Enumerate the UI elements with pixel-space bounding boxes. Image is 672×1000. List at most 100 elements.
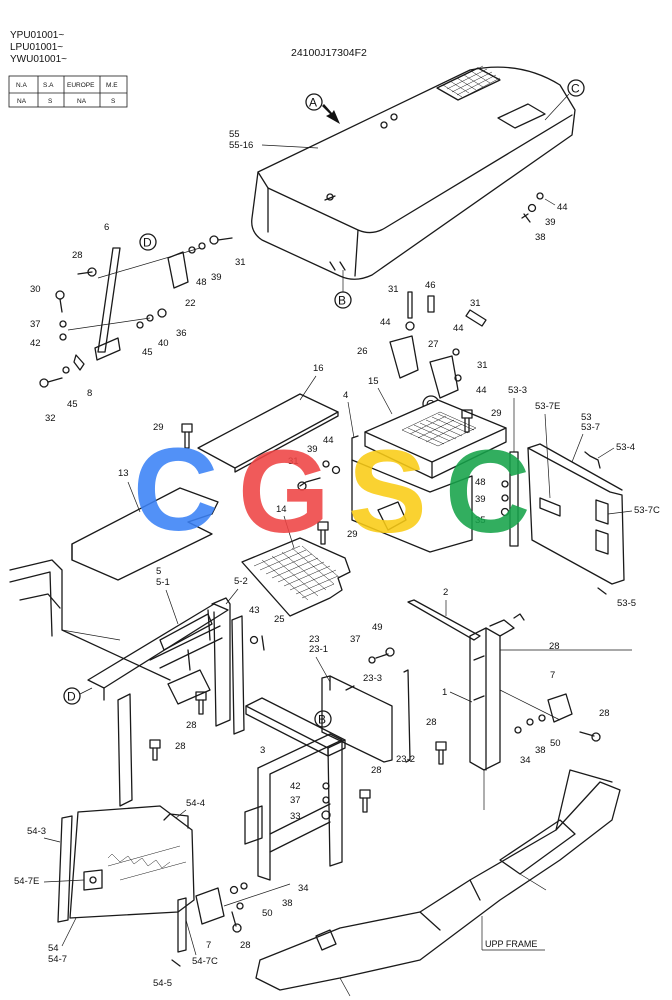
- callout-a-label: A: [309, 96, 317, 110]
- watermark-letter-1: C: [133, 424, 218, 556]
- svg-text:55-16: 55-16: [229, 140, 253, 151]
- bolt-29b: [461, 409, 473, 433]
- svg-text:23-3: 23-3: [363, 673, 382, 684]
- svg-text:3: 3: [260, 745, 265, 756]
- watermark-letter-4: C: [445, 426, 530, 558]
- region-table: N.A S.A EUROPE M.E NA S NA S: [8, 75, 128, 108]
- svg-text:C: C: [571, 82, 580, 96]
- svg-text:31: 31: [470, 298, 481, 309]
- svg-text:5-1: 5-1: [156, 577, 170, 588]
- svg-text:32: 32: [45, 413, 56, 424]
- svg-text:44: 44: [453, 323, 464, 334]
- center-hardware: [297, 460, 510, 517]
- svg-text:14: 14: [276, 504, 287, 515]
- svg-text:22: 22: [185, 298, 196, 309]
- hinge-hardware: [389, 291, 487, 399]
- serial-line-2: LPU01001~: [10, 42, 63, 53]
- region-header-sa: S.A: [43, 82, 54, 89]
- svg-text:23-1: 23-1: [309, 644, 328, 655]
- svg-text:34: 34: [520, 755, 531, 766]
- svg-text:37: 37: [290, 795, 301, 806]
- svg-text:31: 31: [235, 257, 246, 268]
- svg-text:54-7E: 54-7E: [14, 876, 39, 887]
- svg-text:29: 29: [347, 529, 358, 540]
- svg-text:45: 45: [67, 399, 78, 410]
- side-door-53: [509, 443, 625, 595]
- svg-text:28: 28: [186, 720, 197, 731]
- hardware-43-25: [249, 635, 265, 651]
- svg-text:39: 39: [211, 272, 222, 283]
- region-header-me: M.E: [106, 82, 118, 89]
- watermark: C G S C: [133, 424, 530, 558]
- upper-frame-label: UPP FRAME: [485, 939, 537, 949]
- callout-a: A: [305, 93, 340, 124]
- svg-text:27: 27: [428, 339, 439, 350]
- svg-text:50: 50: [550, 738, 561, 749]
- svg-text:48: 48: [196, 277, 207, 288]
- svg-text:45: 45: [142, 347, 153, 358]
- svg-text:38: 38: [535, 745, 546, 756]
- svg-text:28: 28: [72, 250, 83, 261]
- svg-text:40: 40: [158, 338, 169, 349]
- svg-text:44: 44: [557, 202, 568, 213]
- svg-text:D: D: [67, 690, 76, 704]
- bracket-4: [351, 435, 473, 553]
- svg-text:44: 44: [380, 317, 391, 328]
- svg-text:23: 23: [309, 634, 320, 645]
- hood-hardware: [521, 192, 556, 223]
- bracket-23: [321, 647, 411, 763]
- svg-text:15: 15: [368, 376, 379, 387]
- panel-15: [364, 399, 507, 479]
- latch-7-bottom: [195, 882, 291, 933]
- svg-text:39: 39: [545, 217, 556, 228]
- bolt-29c: [317, 521, 329, 545]
- svg-text:1: 1: [442, 687, 447, 698]
- svg-text:5: 5: [156, 566, 161, 577]
- svg-text:54-4: 54-4: [186, 798, 205, 809]
- svg-text:B: B: [338, 294, 346, 308]
- svg-text:28: 28: [426, 717, 437, 728]
- engine-hood: [251, 65, 576, 280]
- svg-text:38: 38: [282, 898, 293, 909]
- svg-text:37: 37: [350, 634, 361, 645]
- svg-text:28: 28: [240, 940, 251, 951]
- region-value-na: NA: [17, 98, 27, 105]
- hood-stay-assembly: [39, 235, 233, 388]
- region-value-europe: NA: [77, 98, 87, 105]
- serial-line-1: YPU01001~: [10, 30, 64, 41]
- svg-text:42: 42: [290, 781, 301, 792]
- svg-text:7: 7: [206, 940, 211, 951]
- frame-5: [9, 559, 245, 807]
- support-frame: [244, 733, 371, 881]
- floor-grating-14: [241, 537, 351, 617]
- svg-text:54-5: 54-5: [153, 978, 172, 989]
- svg-text:53-7C: 53-7C: [634, 505, 660, 516]
- svg-text:13: 13: [118, 468, 129, 479]
- callout-d-top: D: [139, 233, 157, 251]
- watermark-letter-2: G: [238, 426, 330, 558]
- region-value-sa: S: [48, 98, 53, 105]
- svg-text:28: 28: [371, 765, 382, 776]
- svg-text:7: 7: [550, 670, 555, 681]
- svg-text:35: 35: [475, 515, 486, 526]
- svg-text:46: 46: [425, 280, 436, 291]
- cover-16: [197, 393, 339, 473]
- svg-text:4: 4: [343, 390, 348, 401]
- svg-text:54-7: 54-7: [48, 954, 67, 965]
- svg-text:49: 49: [372, 622, 383, 633]
- serial-block: YPU01001~ LPU01001~ YWU01001~: [10, 30, 67, 65]
- svg-text:16: 16: [313, 363, 324, 374]
- svg-text:54: 54: [48, 943, 59, 954]
- svg-text:8: 8: [87, 388, 92, 399]
- svg-text:54-3: 54-3: [27, 826, 46, 837]
- svg-text:43: 43: [249, 605, 260, 616]
- svg-text:29: 29: [491, 408, 502, 419]
- callout-b-top: B: [334, 270, 352, 309]
- upper-frame: [255, 769, 621, 997]
- region-header-na: N.A: [16, 82, 28, 89]
- region-value-me: S: [111, 98, 116, 105]
- svg-text:53-7: 53-7: [581, 422, 600, 433]
- hood-vent-grille: [436, 65, 501, 101]
